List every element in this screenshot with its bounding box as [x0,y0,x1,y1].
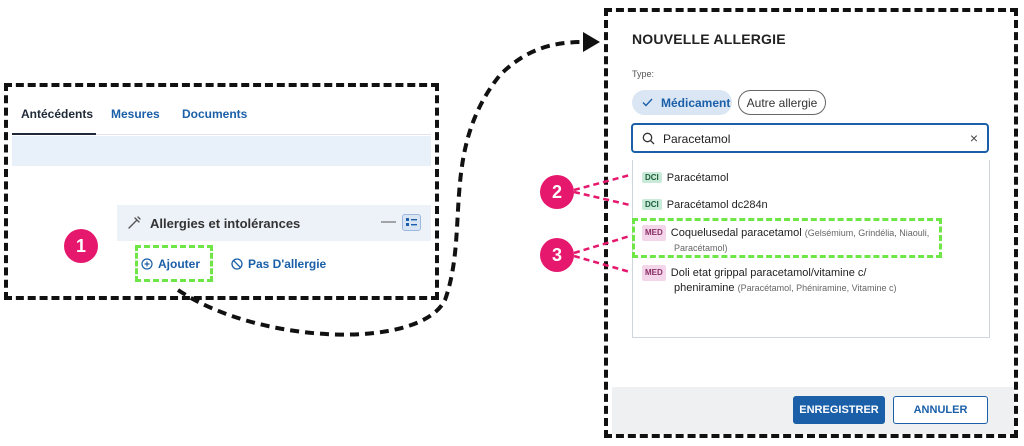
result-detail: (Paracétamol, Phéniramine, Vitamine c) [737,283,897,293]
result-item[interactable]: MED Doli etat grippal paracetamol/vitamin… [642,265,972,295]
chip-medicament[interactable]: Médicament [632,90,732,115]
result-name: Paracétamol dc284n [666,199,768,211]
list-icon [406,218,417,226]
tab-bar [12,92,431,135]
syringe-icon [128,216,141,229]
result-item[interactable]: DCI Paracétamol dc284n [642,199,768,211]
left-screenshot-frame [4,83,439,300]
add-allergy-button[interactable]: Ajouter [141,257,200,271]
result-name: Doli etat grippal paracetamol/vitamine c… [670,267,867,279]
checkmark-icon [642,98,653,107]
result-detail: (Gelsémium, Grindélia, Niaouli, [804,228,930,238]
list-view-button[interactable] [402,214,421,231]
result-highlight [632,218,942,258]
result-name: Paracétamol [666,172,729,184]
tab-antecedents[interactable]: Antécédents [21,107,94,121]
type-label: Type: [632,69,655,79]
dci-tag: DCI [642,199,662,210]
result-item[interactable]: DCI Paracétamol [642,172,729,184]
no-allergy-button[interactable]: Pas D'allergie [231,257,326,271]
active-tab-indicator [12,133,96,135]
collapse-button[interactable]: — [381,213,396,230]
tab-mesures[interactable]: Mesures [111,107,160,121]
add-circle-icon [141,258,153,270]
step-badge-2: 2 [540,175,574,209]
search-input[interactable]: Paracetamol × [631,123,989,153]
tab-documents[interactable]: Documents [182,107,248,121]
add-button-highlight [135,245,213,282]
search-icon [642,132,655,145]
dci-tag: DCI [642,172,662,183]
curved-arrow [176,40,586,337]
med-tag: MED [642,225,666,241]
result-detail-cont: Paracétamol) [674,243,728,253]
arrow-head-icon [583,32,600,52]
result-name-cont: pheniramine [674,282,735,294]
badge-2-connector [573,173,631,207]
step-badge-1: 1 [64,229,98,263]
chip-autre-allergie[interactable]: Autre allergie [738,90,826,115]
dialog-title: NOUVELLE ALLERGIE [632,31,786,47]
chip-medicament-label: Médicament [661,95,731,110]
allergy-card: Allergies et intolérances — [117,205,431,283]
search-value: Paracetamol [663,132,731,146]
step-badge-3: 3 [540,238,574,272]
results-list [632,160,990,338]
add-allergy-label: Ajouter [158,257,200,271]
save-button[interactable]: ENREGISTRER [793,396,885,424]
med-tag: MED [642,265,666,281]
allergy-card-title: Allergies et intolérances [150,216,301,231]
prohibited-icon [231,258,243,270]
allergy-card-header: Allergies et intolérances — [117,205,431,241]
no-allergy-label: Pas D'allergie [248,257,327,271]
result-item[interactable]: MED Coquelusedal paracetamol (Gelsémium, … [642,225,942,255]
clear-icon[interactable]: × [969,130,978,146]
result-name: Coquelusedal paracetamol [670,227,802,239]
badge-3-connector [573,234,631,274]
right-screenshot-frame [604,8,1018,438]
section-band [12,136,431,166]
cancel-button[interactable]: ANNULER [893,396,988,424]
